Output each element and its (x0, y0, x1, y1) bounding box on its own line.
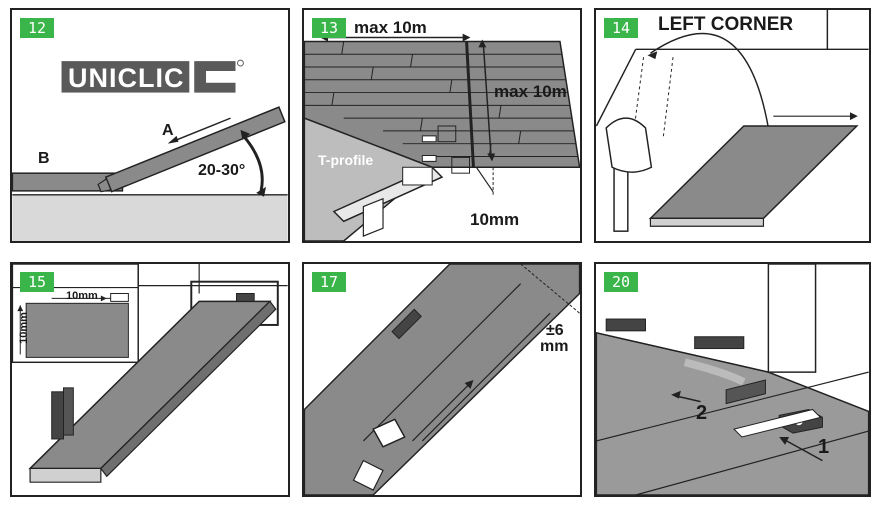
step-20-illustration (596, 264, 869, 495)
step-17-panel: 17 ±6 mm (302, 262, 582, 497)
expansion-gap-value: ±6 (546, 322, 564, 339)
step-15-panel: 15 10mm 10mm (10, 262, 290, 497)
step-number: 14 (604, 18, 638, 38)
label-a: A (162, 122, 174, 139)
step-number: 20 (604, 272, 638, 292)
t-profile-label: T-profile (318, 152, 374, 168)
gap-vertical-label: 10mm (17, 312, 30, 344)
gap-label: 10mm (470, 210, 520, 229)
step-number: 12 (20, 18, 54, 38)
step-20-panel: 20 1 2 (594, 262, 871, 497)
step-13-panel: 13 max 10m max 10m T-profile 10mm (302, 8, 582, 243)
step-number: 13 (312, 18, 346, 38)
label-b: B (38, 150, 50, 167)
panel-title: LEFT CORNER (658, 14, 794, 35)
max-vertical-label: max 10m (494, 82, 567, 101)
step-14-panel: 14 LEFT CORNER (594, 8, 871, 243)
step-12-panel: 12 UNICLIC A B 20-30° (10, 8, 290, 243)
max-horizontal-label: max 10m (354, 18, 427, 37)
step-12-illustration (12, 59, 288, 241)
step-17-illustration (304, 264, 580, 495)
step-15-illustration (12, 264, 288, 483)
brand-logo-text: UNICLIC (68, 63, 185, 93)
gap-horizontal-label: 10mm (66, 290, 98, 302)
expansion-gap-unit: mm (540, 338, 569, 355)
step-number: 15 (20, 272, 54, 292)
step-label-2: 2 (696, 402, 708, 424)
angle-label: 20-30° (198, 162, 246, 179)
step-14-illustration (596, 10, 869, 232)
step-number: 17 (312, 272, 346, 292)
step-13-illustration (304, 33, 580, 241)
step-label-1: 1 (818, 436, 830, 458)
